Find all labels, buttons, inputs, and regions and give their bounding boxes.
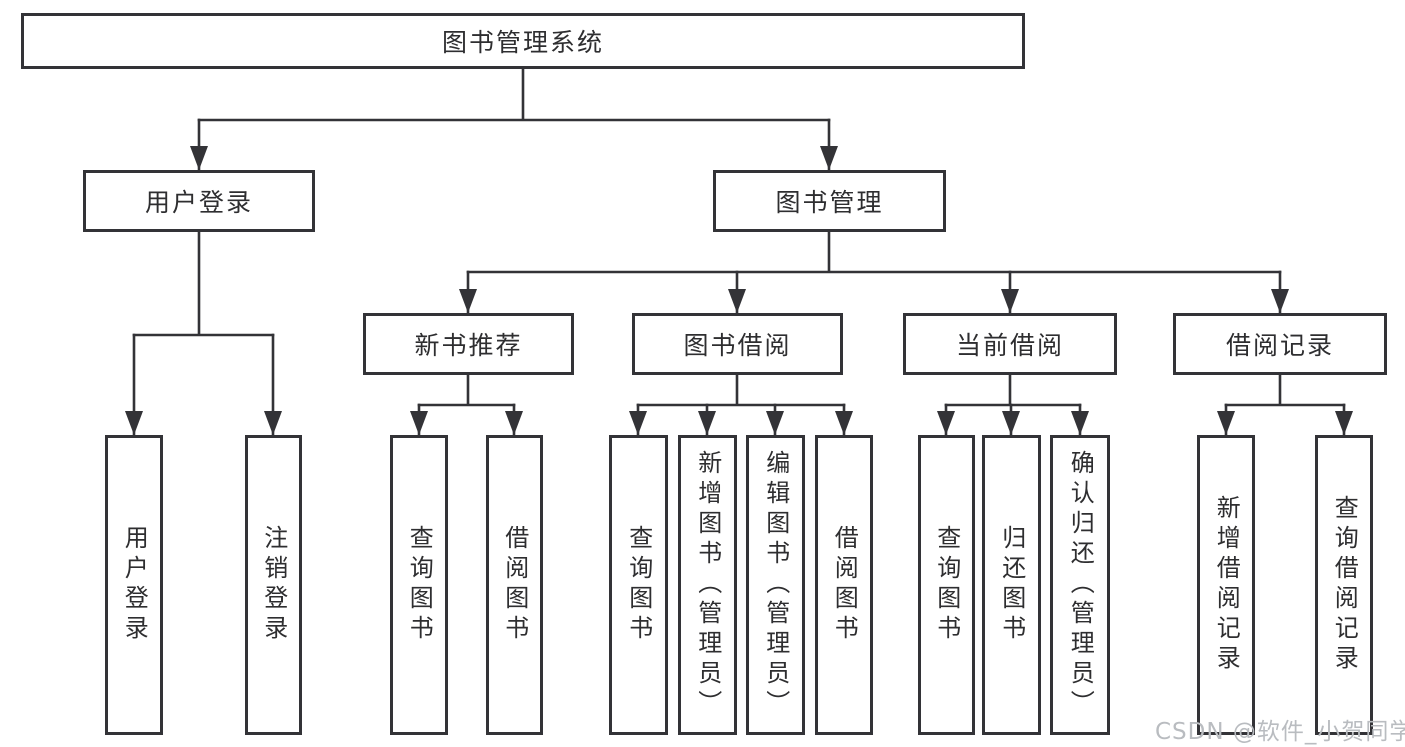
connectors-current-borrowing [937,373,1089,437]
node-label: 查询借阅记录 [1330,495,1359,675]
connectors-book-management [459,230,1289,315]
node-label: 用户登录 [120,525,149,645]
csdn-watermark: CSDN @软件_小贺同学 [1155,719,1405,745]
node-new-book-recommendation: 新书推荐 [363,313,574,375]
connectors-root [190,67,838,172]
node-library-system: 图书管理系统 [21,13,1025,69]
leaf-add-books-admin: 新增图书（管理员） [678,435,737,735]
leaf-logout: 注销登录 [245,435,302,735]
leaf-edit-books-admin: 编辑图书（管理员） [746,435,805,735]
leaf-query-books-current: 查询图书 [918,435,975,735]
node-label: 借阅图书 [500,525,529,645]
node-user-login: 用户登录 [83,170,315,232]
node-label: 确认归还（管理员） [1066,450,1095,720]
node-label: 新增借阅记录 [1212,495,1241,675]
node-label: 图书管理系统 [441,28,604,57]
node-current-borrowing: 当前借阅 [903,313,1117,375]
node-label: 新书推荐 [414,331,523,360]
connectors-user-login [125,230,282,437]
node-label: 图书管理 [775,188,884,217]
node-label: 编辑图书（管理员） [761,450,790,720]
node-label: 借阅记录 [1225,331,1334,360]
node-label: 新增图书（管理员） [693,450,722,720]
node-label: 用户登录 [144,188,253,217]
leaf-add-borrow-record: 新增借阅记录 [1197,435,1255,735]
node-label: 图书借阅 [683,331,792,360]
node-label: 归还图书 [997,525,1026,645]
connectors-book-borrowing [629,373,853,437]
node-label: 查询图书 [405,525,434,645]
leaf-query-borrow-record: 查询借阅记录 [1315,435,1373,735]
node-label: 借阅图书 [830,525,859,645]
leaf-borrow-books: 借阅图书 [815,435,873,735]
leaf-query-books-borrow: 查询图书 [609,435,668,735]
connectors-new-book-recommendation [410,373,523,437]
leaf-return-books: 归还图书 [982,435,1041,735]
leaf-query-books-recommend: 查询图书 [390,435,448,735]
node-book-management: 图书管理 [713,170,946,232]
node-label: 查询图书 [932,525,961,645]
connectors-borrowing-records [1217,373,1353,437]
node-label: 当前借阅 [955,331,1064,360]
node-book-borrowing: 图书借阅 [632,313,843,375]
node-label: 查询图书 [624,525,653,645]
node-label: 注销登录 [259,525,288,645]
leaf-user-login: 用户登录 [105,435,163,735]
leaf-borrow-books-recommend: 借阅图书 [486,435,543,735]
node-borrowing-records: 借阅记录 [1173,313,1387,375]
leaf-confirm-return-admin: 确认归还（管理员） [1050,435,1110,735]
